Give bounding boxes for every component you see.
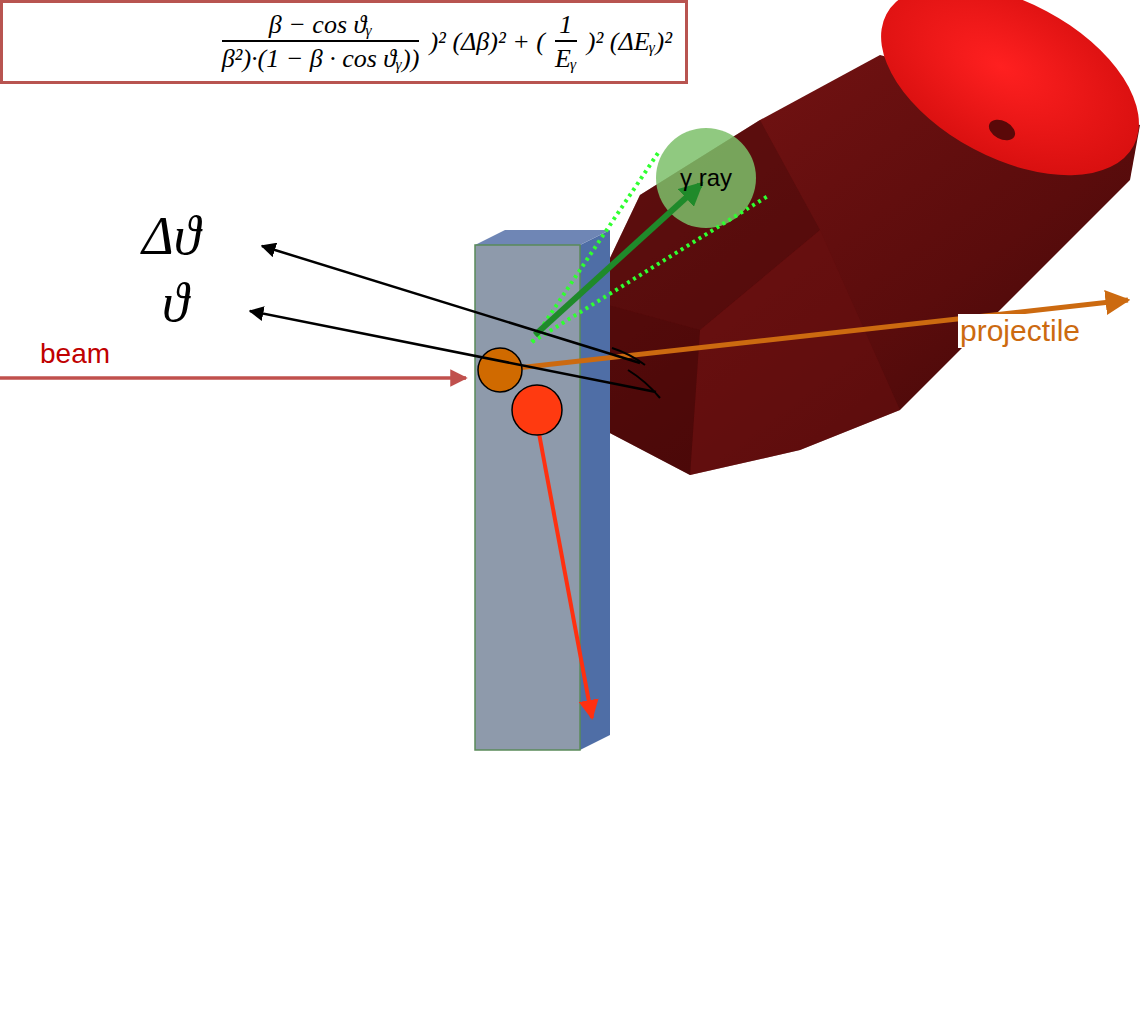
fraction: 1Eᵧ <box>552 10 580 74</box>
angle-arc <box>628 370 660 398</box>
formula-text: )² (Δβ)² + ( <box>429 27 544 57</box>
formula-text: 1 <box>559 10 572 40</box>
target <box>475 230 610 750</box>
projectile-arrow <box>500 300 1128 370</box>
formula-text: β − cos ϑᵧ <box>269 10 372 40</box>
formula-text: β²)·(1 − β · cos ϑᵧ)) <box>222 40 420 74</box>
formula-text: )² (ΔEᵧ)² <box>587 27 672 57</box>
formula-box: β − cos ϑᵧβ²)·(1 − β · cos ϑᵧ)))² (Δβ)² … <box>0 0 688 84</box>
gamma-circle-node: γ ray <box>656 128 756 228</box>
formula-text: Eᵧ <box>555 40 577 74</box>
projectile-nucleus <box>478 348 522 392</box>
projectile-label: projectile <box>958 314 1082 348</box>
leader-arrow <box>262 246 640 363</box>
opening-line <box>532 196 768 342</box>
gamma-label: γ ray <box>680 164 732 192</box>
angle-label: ϑ <box>160 272 191 334</box>
fraction: β − cos ϑᵧβ²)·(1 − β · cos ϑᵧ)) <box>219 10 423 74</box>
gamma-arrow <box>535 185 700 335</box>
recoil-nucleus <box>512 385 562 435</box>
opening-line <box>532 150 660 342</box>
angle-label: Δϑ <box>140 205 202 267</box>
leader-arrow <box>250 311 656 392</box>
beam-label: beam <box>38 338 112 370</box>
beam-arrow <box>0 376 466 380</box>
recoil-arrow <box>535 412 592 718</box>
